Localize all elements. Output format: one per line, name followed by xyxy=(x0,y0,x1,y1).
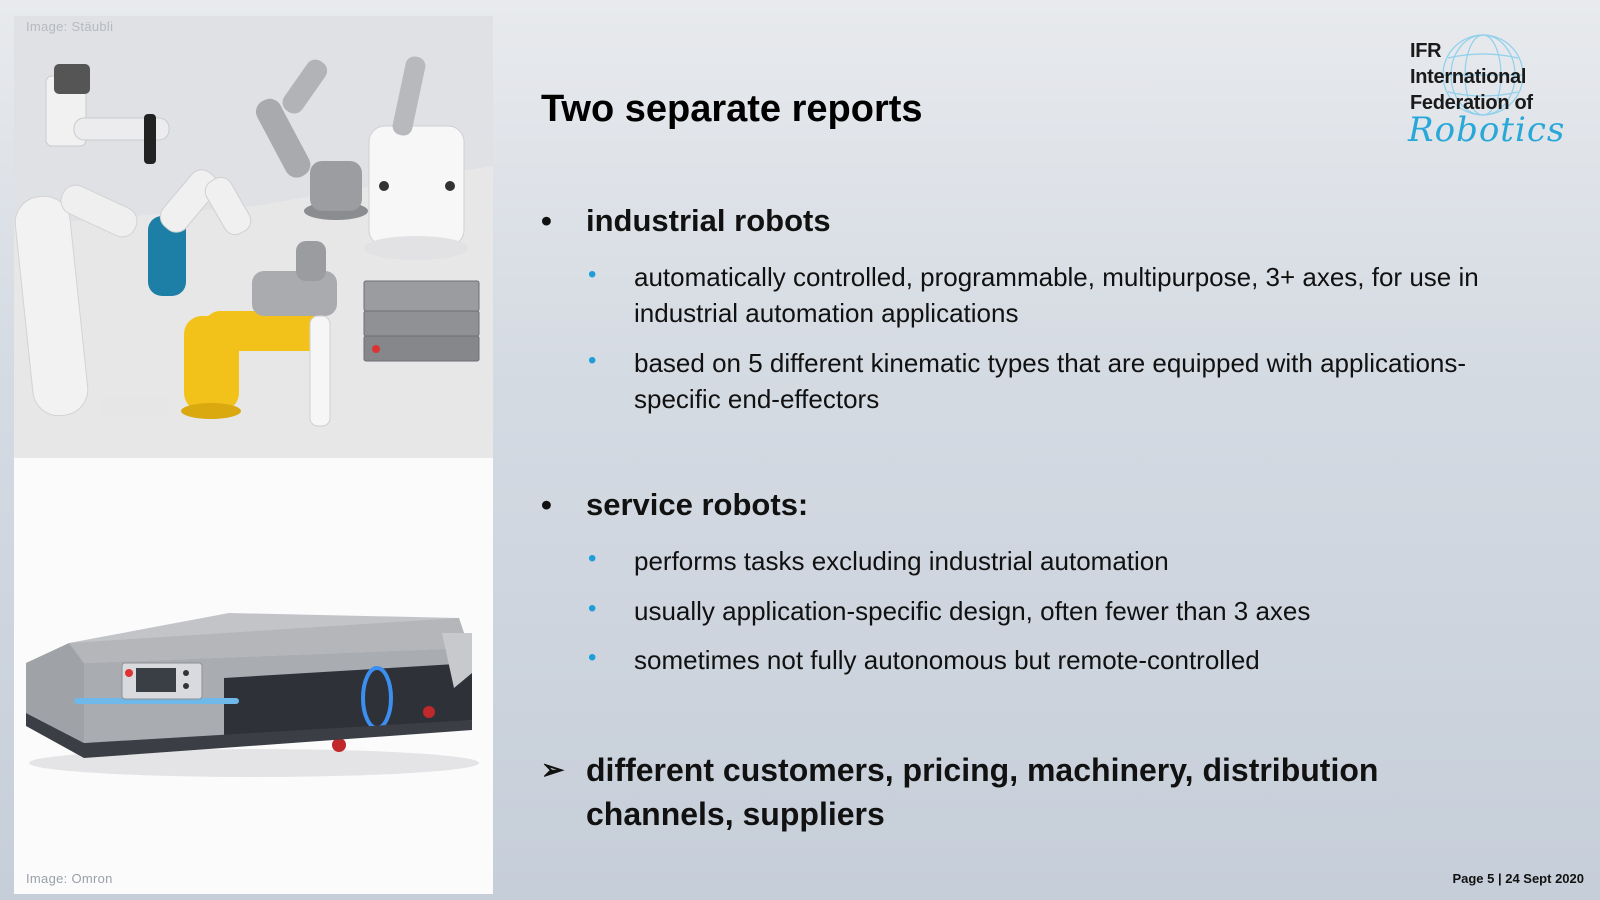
bullet-dot: • xyxy=(541,487,552,522)
bullet-dot: • xyxy=(588,595,597,622)
industrial-robots-illustration xyxy=(14,16,493,458)
mobile-robot-illustration xyxy=(26,613,479,777)
bullet-dot: • xyxy=(588,545,597,572)
photo-column: Image: Stäubli Image: Omron xyxy=(14,16,493,894)
logo-line-ifr: IFR xyxy=(1410,40,1442,62)
ifr-logo: IFR International Federation of Robotics xyxy=(1398,28,1583,178)
logo-script-robotics: Robotics xyxy=(1408,110,1566,150)
image-credit-omron: Image: Omron xyxy=(26,871,113,886)
image-credit-staubli: Image: Stäubli xyxy=(26,19,114,34)
globe-icon xyxy=(1442,34,1524,116)
bullet-dot: • xyxy=(588,261,597,288)
bullet-dot: • xyxy=(588,644,597,671)
industrial-robots-photo: Image: Stäubli xyxy=(14,16,493,458)
bullet-dot: • xyxy=(588,347,597,374)
arrow-bullet-icon: ➢ xyxy=(541,754,565,785)
slide-title: Two separate reports xyxy=(541,88,923,130)
logo-line-international: International xyxy=(1410,66,1527,88)
page-footer: Page 5 | 24 Sept 2020 xyxy=(1452,871,1584,886)
mobile-robot-photo: Image: Omron xyxy=(14,458,493,894)
logo-line-federation: Federation of xyxy=(1410,92,1533,114)
bullet-dot: • xyxy=(541,203,552,238)
